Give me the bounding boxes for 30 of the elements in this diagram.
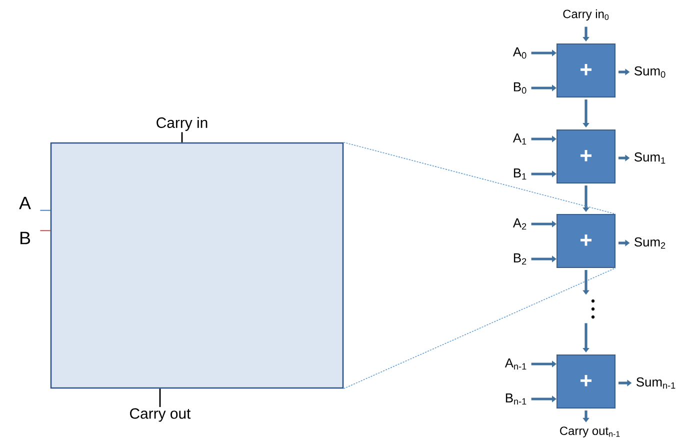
ellipsis-dots [591, 299, 595, 319]
signal-label: Carry out [130, 408, 191, 422]
signal-label: A$_{2}$ [512, 218, 526, 230]
signal-label: Sum$_{n-1}$ [636, 377, 676, 389]
zoom-line [343, 142, 616, 214]
zoom-line [343, 268, 616, 390]
signal-label: A$_{n-1}$ [504, 358, 526, 370]
signal-label: B$_{n-1}$ [506, 393, 526, 404]
signal-label: A [19, 196, 31, 210]
connector-line [159, 388, 161, 408]
adder-block [50, 142, 344, 389]
adder-box: + [556, 44, 616, 98]
signal-label: B$_{0}$ [514, 82, 526, 94]
signal-label: Sum$_{2}$ [634, 237, 666, 249]
adder-box: + [556, 214, 616, 268]
signal-label: Carry out$_{n-1}$ [560, 426, 620, 438]
connector-line [40, 230, 51, 232]
adder-box: + [556, 354, 616, 408]
signal-label: Carry in$_{0}$ [563, 9, 609, 21]
signal-label: A$_{1}$ [512, 133, 526, 144]
signal-label: B$_{2}$ [514, 253, 526, 265]
connector-line [181, 132, 183, 142]
adder-box: + [556, 130, 616, 184]
signal-label: Sum$_{1}$ [634, 152, 666, 164]
connector-line [40, 210, 51, 211]
signal-label: B [20, 232, 30, 244]
signal-label: Carry in [156, 117, 208, 131]
signal-label: Sum$_{0}$ [634, 66, 666, 78]
signal-label: A$_{0}$ [512, 47, 526, 59]
signal-label: B$_{1}$ [514, 168, 526, 180]
